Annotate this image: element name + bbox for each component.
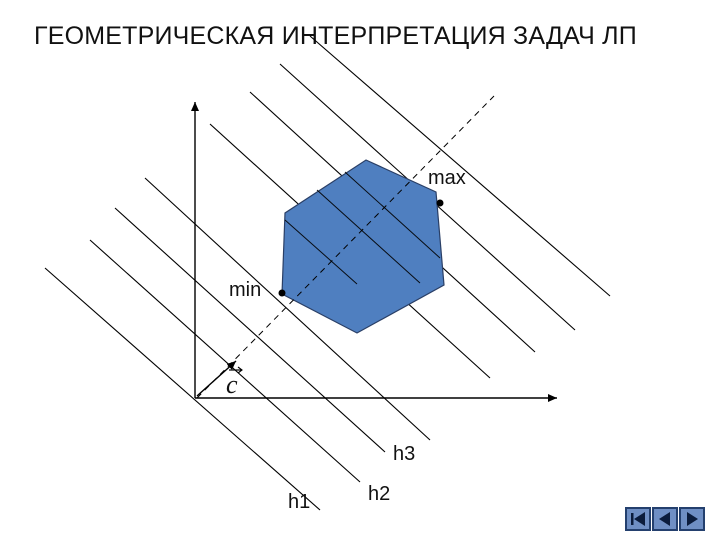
level-line <box>309 35 611 297</box>
h3-label: h3 <box>393 443 415 465</box>
prev-icon <box>659 512 670 526</box>
next-slide-button[interactable] <box>679 507 705 531</box>
next-icon <box>687 512 698 526</box>
min-point <box>278 289 286 297</box>
slide-title: ГЕОМЕТРИЧЕСКАЯ ИНТЕРПРЕТАЦИЯ ЗАДАЧ ЛП <box>34 22 637 50</box>
max-label: max <box>428 167 466 189</box>
first-slide-button[interactable] <box>625 507 651 531</box>
level-line <box>89 239 361 483</box>
level-line <box>114 207 386 453</box>
level-line <box>144 177 431 441</box>
min-label: min <box>229 279 261 301</box>
vector-c-label: c <box>226 370 238 399</box>
feasible-region <box>281 159 445 334</box>
h2-label: h2 <box>368 483 390 505</box>
vector-c-arrow <box>196 360 237 397</box>
max-point <box>436 199 444 207</box>
level-line <box>44 267 321 511</box>
first-icon <box>631 512 645 526</box>
prev-slide-button[interactable] <box>652 507 678 531</box>
direction-dashed-line <box>196 95 495 399</box>
h1-label: h1 <box>288 491 310 513</box>
